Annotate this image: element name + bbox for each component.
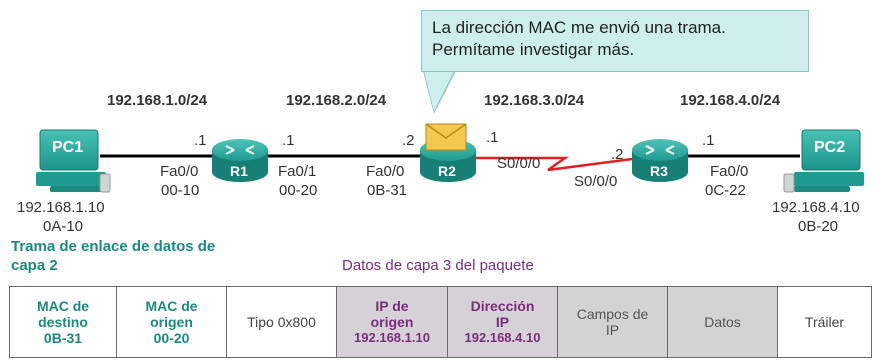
r1-fa01-host: .1 — [282, 132, 295, 149]
layer3-heading: Datos de capa 3 del paquete — [342, 257, 534, 274]
r3-fa00-host: .1 — [702, 132, 715, 149]
cell-ip-fields-line2: IP — [605, 322, 620, 338]
speech-callout: La dirección MAC me envió una trama. Per… — [421, 10, 809, 72]
r3-s000-host: .2 — [611, 146, 624, 163]
r2-fa00-label: Fa0/0 — [366, 163, 405, 180]
pc2-label: PC2 — [814, 139, 846, 156]
cell-src-mac-line1: MAC de — [145, 298, 198, 314]
pc2-icon — [783, 129, 864, 193]
cell-src-mac-line3: 00-20 — [153, 330, 190, 346]
cell-dst-ip: Dirección IP 192.168.4.10 — [447, 286, 558, 358]
layer2-heading-line1: Trama de enlace de datos de — [11, 238, 216, 255]
pc2-ip: 192.168.4.10 — [772, 199, 860, 216]
cell-dst-ip-line1: Dirección — [470, 298, 535, 314]
r3-fa00-mac: 0C-22 — [705, 182, 746, 199]
cell-dst-ip-line2: IP — [495, 314, 510, 330]
serial-link-r2-r3 — [470, 156, 641, 172]
cell-data: Datos — [667, 286, 778, 358]
cell-src-ip-line2: origen — [370, 314, 414, 330]
callout-line-1: La dirección MAC me envió una trama. — [432, 18, 726, 37]
pc1-icon — [36, 129, 111, 193]
router-r3-icon — [632, 139, 688, 182]
cell-src-ip: IP de origen 192.168.1.10 — [336, 286, 448, 358]
cell-ip-fields: Campos de IP — [557, 286, 668, 358]
r2-s000-label: S0/0/0 — [497, 155, 541, 172]
pc1-mac: 0A-10 — [43, 218, 84, 235]
frame-structure-table: MAC de destino 0B-31 MAC de origen 00-20… — [9, 286, 872, 358]
r3-fa00-label: Fa0/0 — [710, 163, 749, 180]
cell-data-text: Datos — [704, 314, 741, 330]
r3-label: R3 — [650, 163, 668, 179]
r2-fa00-mac: 0B-31 — [367, 182, 408, 199]
cell-dest-mac-line3: 0B-31 — [43, 330, 83, 346]
r2-s000-host: .1 — [486, 129, 499, 146]
network-4-label: 192.168.4.0/24 — [680, 92, 781, 109]
network-3-label: 192.168.3.0/24 — [484, 92, 585, 109]
pc1-label: PC1 — [52, 139, 84, 156]
frame-row: MAC de destino 0B-31 MAC de origen 00-20… — [9, 286, 872, 358]
r2-fa00-host: .2 — [402, 132, 415, 149]
cell-dst-ip-line3: 192.168.4.10 — [464, 330, 541, 345]
r1-fa00-mac: 00-10 — [161, 182, 200, 199]
cell-src-mac: MAC de origen 00-20 — [116, 286, 227, 358]
pc2-mac: 0B-20 — [798, 218, 839, 235]
cell-dest-mac-line1: MAC de — [36, 298, 90, 314]
pc1-ip: 192.168.1.10 — [17, 199, 105, 216]
r1-fa00-host: .1 — [194, 132, 207, 149]
callout-line-2: Permítame investigar más. — [432, 40, 635, 59]
r1-fa01-mac: 00-20 — [279, 182, 318, 199]
cell-type-text: Tipo 0x800 — [247, 314, 316, 330]
network-1-label: 192.168.1.0/24 — [107, 92, 208, 109]
router-r1-icon — [212, 139, 268, 182]
r3-s000-label: S0/0/0 — [574, 173, 618, 190]
cell-dest-mac-line2: destino — [38, 314, 88, 330]
r2-label: R2 — [438, 163, 456, 179]
r1-fa00-label: Fa0/0 — [160, 163, 199, 180]
cell-src-mac-line2: origen — [150, 314, 193, 330]
callout-tail — [424, 71, 454, 111]
cell-type: Tipo 0x800 — [226, 286, 337, 358]
network-2-label: 192.168.2.0/24 — [286, 92, 387, 109]
cell-dest-mac: MAC de destino 0B-31 — [9, 286, 117, 358]
envelope-icon — [425, 123, 467, 151]
cell-ip-fields-line1: Campos de — [576, 306, 649, 322]
r1-label: R1 — [230, 163, 248, 179]
cell-trailer: Tráiler — [777, 286, 872, 358]
r1-fa01-label: Fa0/1 — [278, 163, 317, 180]
cell-src-ip-line1: IP de — [375, 298, 409, 314]
layer2-heading-line2: capa 2 — [11, 257, 58, 274]
cell-src-ip-line3: 192.168.1.10 — [354, 330, 430, 345]
cell-trailer-text: Tráiler — [804, 314, 845, 330]
